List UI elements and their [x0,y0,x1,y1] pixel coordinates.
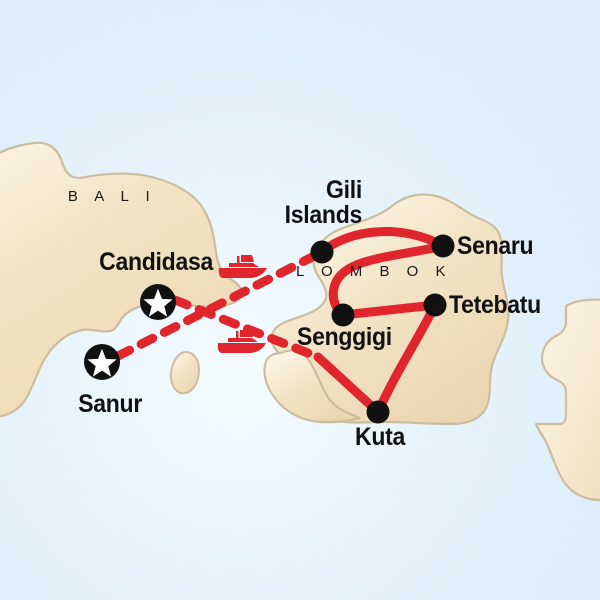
place-label-gili-islands-line2: Islands [284,200,363,229]
marker-sanur[interactable] [84,344,120,380]
place-label-senaru: Senaru [457,232,534,260]
place-label-kuta: Kuta [354,423,406,451]
route-senggigi-to-tetebatu[interactable] [338,300,440,320]
place-markers [84,234,455,424]
route-senggigi-to-kuta[interactable] [313,352,383,417]
place-label-gili-islands: Gili Islands [284,176,363,229]
marker-senggigi[interactable] [331,303,355,327]
island-sumbawa [534,298,600,502]
route-gili-islands-to-senaru[interactable] [317,227,448,257]
route-candidasa-to-senggigi[interactable] [170,295,323,362]
marker-kuta[interactable] [366,400,390,424]
transport-icons [217,255,267,353]
place-label-senggigi: Senggigi [297,323,392,351]
boat-icon-north [218,255,267,278]
route-lines [113,227,448,417]
region-label-lombok: L O M B O K [296,263,452,280]
place-label-gili-islands-line1: Gili [326,176,362,204]
island-nusa-penida [169,351,200,395]
island-lombok-peninsula [263,349,362,424]
marker-gili-islands[interactable] [310,240,334,264]
place-label-sanur: Sanur [78,390,142,418]
marker-tetebatu[interactable] [423,293,447,317]
marker-senaru[interactable] [431,234,455,258]
boat-icon-south [217,330,266,353]
region-label-bali: B A L I [67,188,157,205]
marker-candidasa[interactable] [140,284,176,320]
route-sanur-to-gili-islands[interactable] [113,247,327,361]
place-label-candidasa: Candidasa [99,248,213,276]
route-tetebatu-to-kuta[interactable] [373,300,440,417]
place-label-tetebatu: Tetebatu [449,291,541,319]
